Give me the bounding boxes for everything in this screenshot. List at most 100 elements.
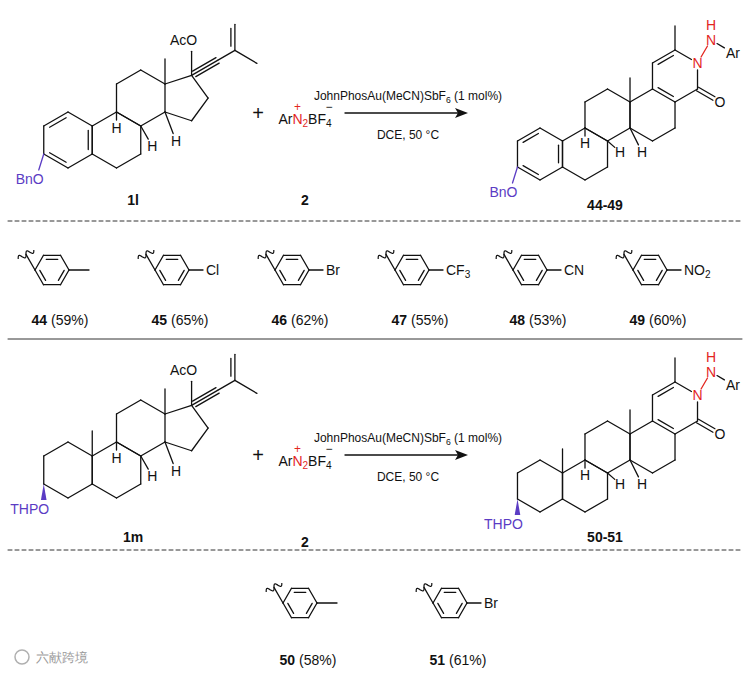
- wedge-bond: [41, 484, 47, 500]
- atom-label: H: [111, 451, 121, 465]
- reaction-arrow: [345, 112, 462, 113]
- atom-label: N: [706, 365, 716, 379]
- bond-line: [292, 617, 309, 618]
- label-text: (1 mol%): [454, 89, 502, 103]
- atom-label: H: [580, 468, 590, 482]
- bond-line: [584, 434, 585, 460]
- watermark: 六献跨境: [36, 651, 88, 664]
- bond-line: [424, 587, 433, 603]
- reaction-condition: JohnPhosAu(MeCN)SbF6(1 mol%): [314, 432, 502, 444]
- bond-line: [406, 259, 418, 260]
- bond-line: [522, 284, 539, 285]
- bond-line: [540, 460, 563, 473]
- attachment-squiggle: [18, 250, 34, 259]
- label-text: (62%): [291, 312, 328, 328]
- bond-line: [44, 442, 68, 456]
- arrow-head: [455, 450, 468, 460]
- bond-line: [421, 270, 430, 285]
- yield-label: 45(65%): [152, 313, 209, 327]
- label-text: (60%): [649, 312, 686, 328]
- bond-line: [459, 603, 468, 618]
- bond-line: [192, 75, 209, 98]
- label-text: H: [706, 17, 716, 33]
- bond-line: [404, 255, 421, 256]
- label-text: H: [147, 468, 157, 484]
- bond-line: [517, 460, 540, 473]
- substituent-label: Br: [484, 596, 498, 610]
- bond-line: [395, 255, 404, 270]
- bond-line: [630, 421, 653, 434]
- yield-label: 49(60%): [630, 313, 687, 327]
- bond-line: [283, 603, 292, 618]
- bond-line: [584, 460, 585, 468]
- yield-label: 47(55%): [392, 313, 449, 327]
- bond-line: [230, 29, 231, 47]
- bond-line: [35, 255, 44, 270]
- bond-line: [584, 128, 585, 136]
- bond-line: [433, 603, 442, 618]
- bond-line: [699, 419, 715, 428]
- bond-line: [230, 359, 231, 377]
- label-text: BnO: [489, 184, 517, 200]
- bond-line: [92, 154, 116, 168]
- bond-line: [642, 255, 659, 256]
- bond-line: [608, 141, 615, 147]
- bond-line: [633, 255, 642, 270]
- bond-line: [192, 390, 218, 405]
- bond-line: [68, 442, 92, 456]
- label-text: 50-51: [587, 529, 623, 545]
- divider-line: [8, 339, 742, 340]
- bond-line: [141, 112, 165, 126]
- reaction-condition: DCE, 50 °C: [377, 129, 439, 141]
- bond-line: [608, 421, 631, 434]
- bond-line: [630, 128, 638, 145]
- label-text: 45: [152, 312, 168, 328]
- atom-label: H: [580, 136, 590, 150]
- bond-line: [61, 255, 70, 270]
- attachment-squiggle: [496, 250, 512, 259]
- label-text: +: [252, 102, 264, 124]
- bond-line: [309, 588, 318, 603]
- bond-line: [517, 141, 518, 167]
- bond-line: [459, 588, 468, 603]
- label-text: H: [580, 135, 590, 151]
- bond-line: [630, 89, 653, 102]
- bond-line: [642, 284, 659, 285]
- label-text: 47: [392, 312, 408, 328]
- reaction-condition: JohnPhosAu(MeCN)SbF6(1 mol%): [314, 90, 502, 102]
- bond-line: [164, 389, 165, 414]
- label-text: (65%): [171, 312, 208, 328]
- bond-line: [234, 354, 235, 380]
- bond-line: [624, 254, 633, 270]
- label-text: H: [171, 463, 181, 479]
- label-text: 6: [446, 437, 451, 447]
- yield-label: 46(62%): [272, 313, 329, 327]
- bond-line: [68, 112, 92, 126]
- substituent-label: Br: [326, 263, 340, 277]
- bond-line: [191, 381, 192, 405]
- bond-line: [652, 63, 653, 89]
- bond-line: [653, 128, 676, 141]
- label-text: 4: [326, 460, 332, 471]
- label-text: 1l: [127, 192, 139, 208]
- label-text: THPO: [484, 516, 523, 532]
- label-text: 3: [465, 269, 471, 280]
- bond-line: [39, 154, 44, 170]
- bond-line: [421, 255, 430, 270]
- label-text: +: [252, 444, 264, 466]
- bond-line: [92, 431, 93, 456]
- bond-line: [522, 255, 539, 256]
- bond-line: [275, 270, 284, 285]
- atom-label: H: [615, 477, 625, 491]
- bond-line: [504, 254, 513, 270]
- label-text: 1m: [123, 529, 143, 545]
- bond-line: [656, 270, 662, 280]
- bond-line: [192, 60, 218, 75]
- substituent-label: NO2: [684, 263, 711, 277]
- label-text: H: [637, 144, 647, 160]
- bond-line: [697, 70, 698, 89]
- bond-line: [92, 126, 93, 154]
- label-text: JohnPhosAu(MeCN)SbF: [314, 89, 446, 103]
- bond-line: [584, 102, 585, 128]
